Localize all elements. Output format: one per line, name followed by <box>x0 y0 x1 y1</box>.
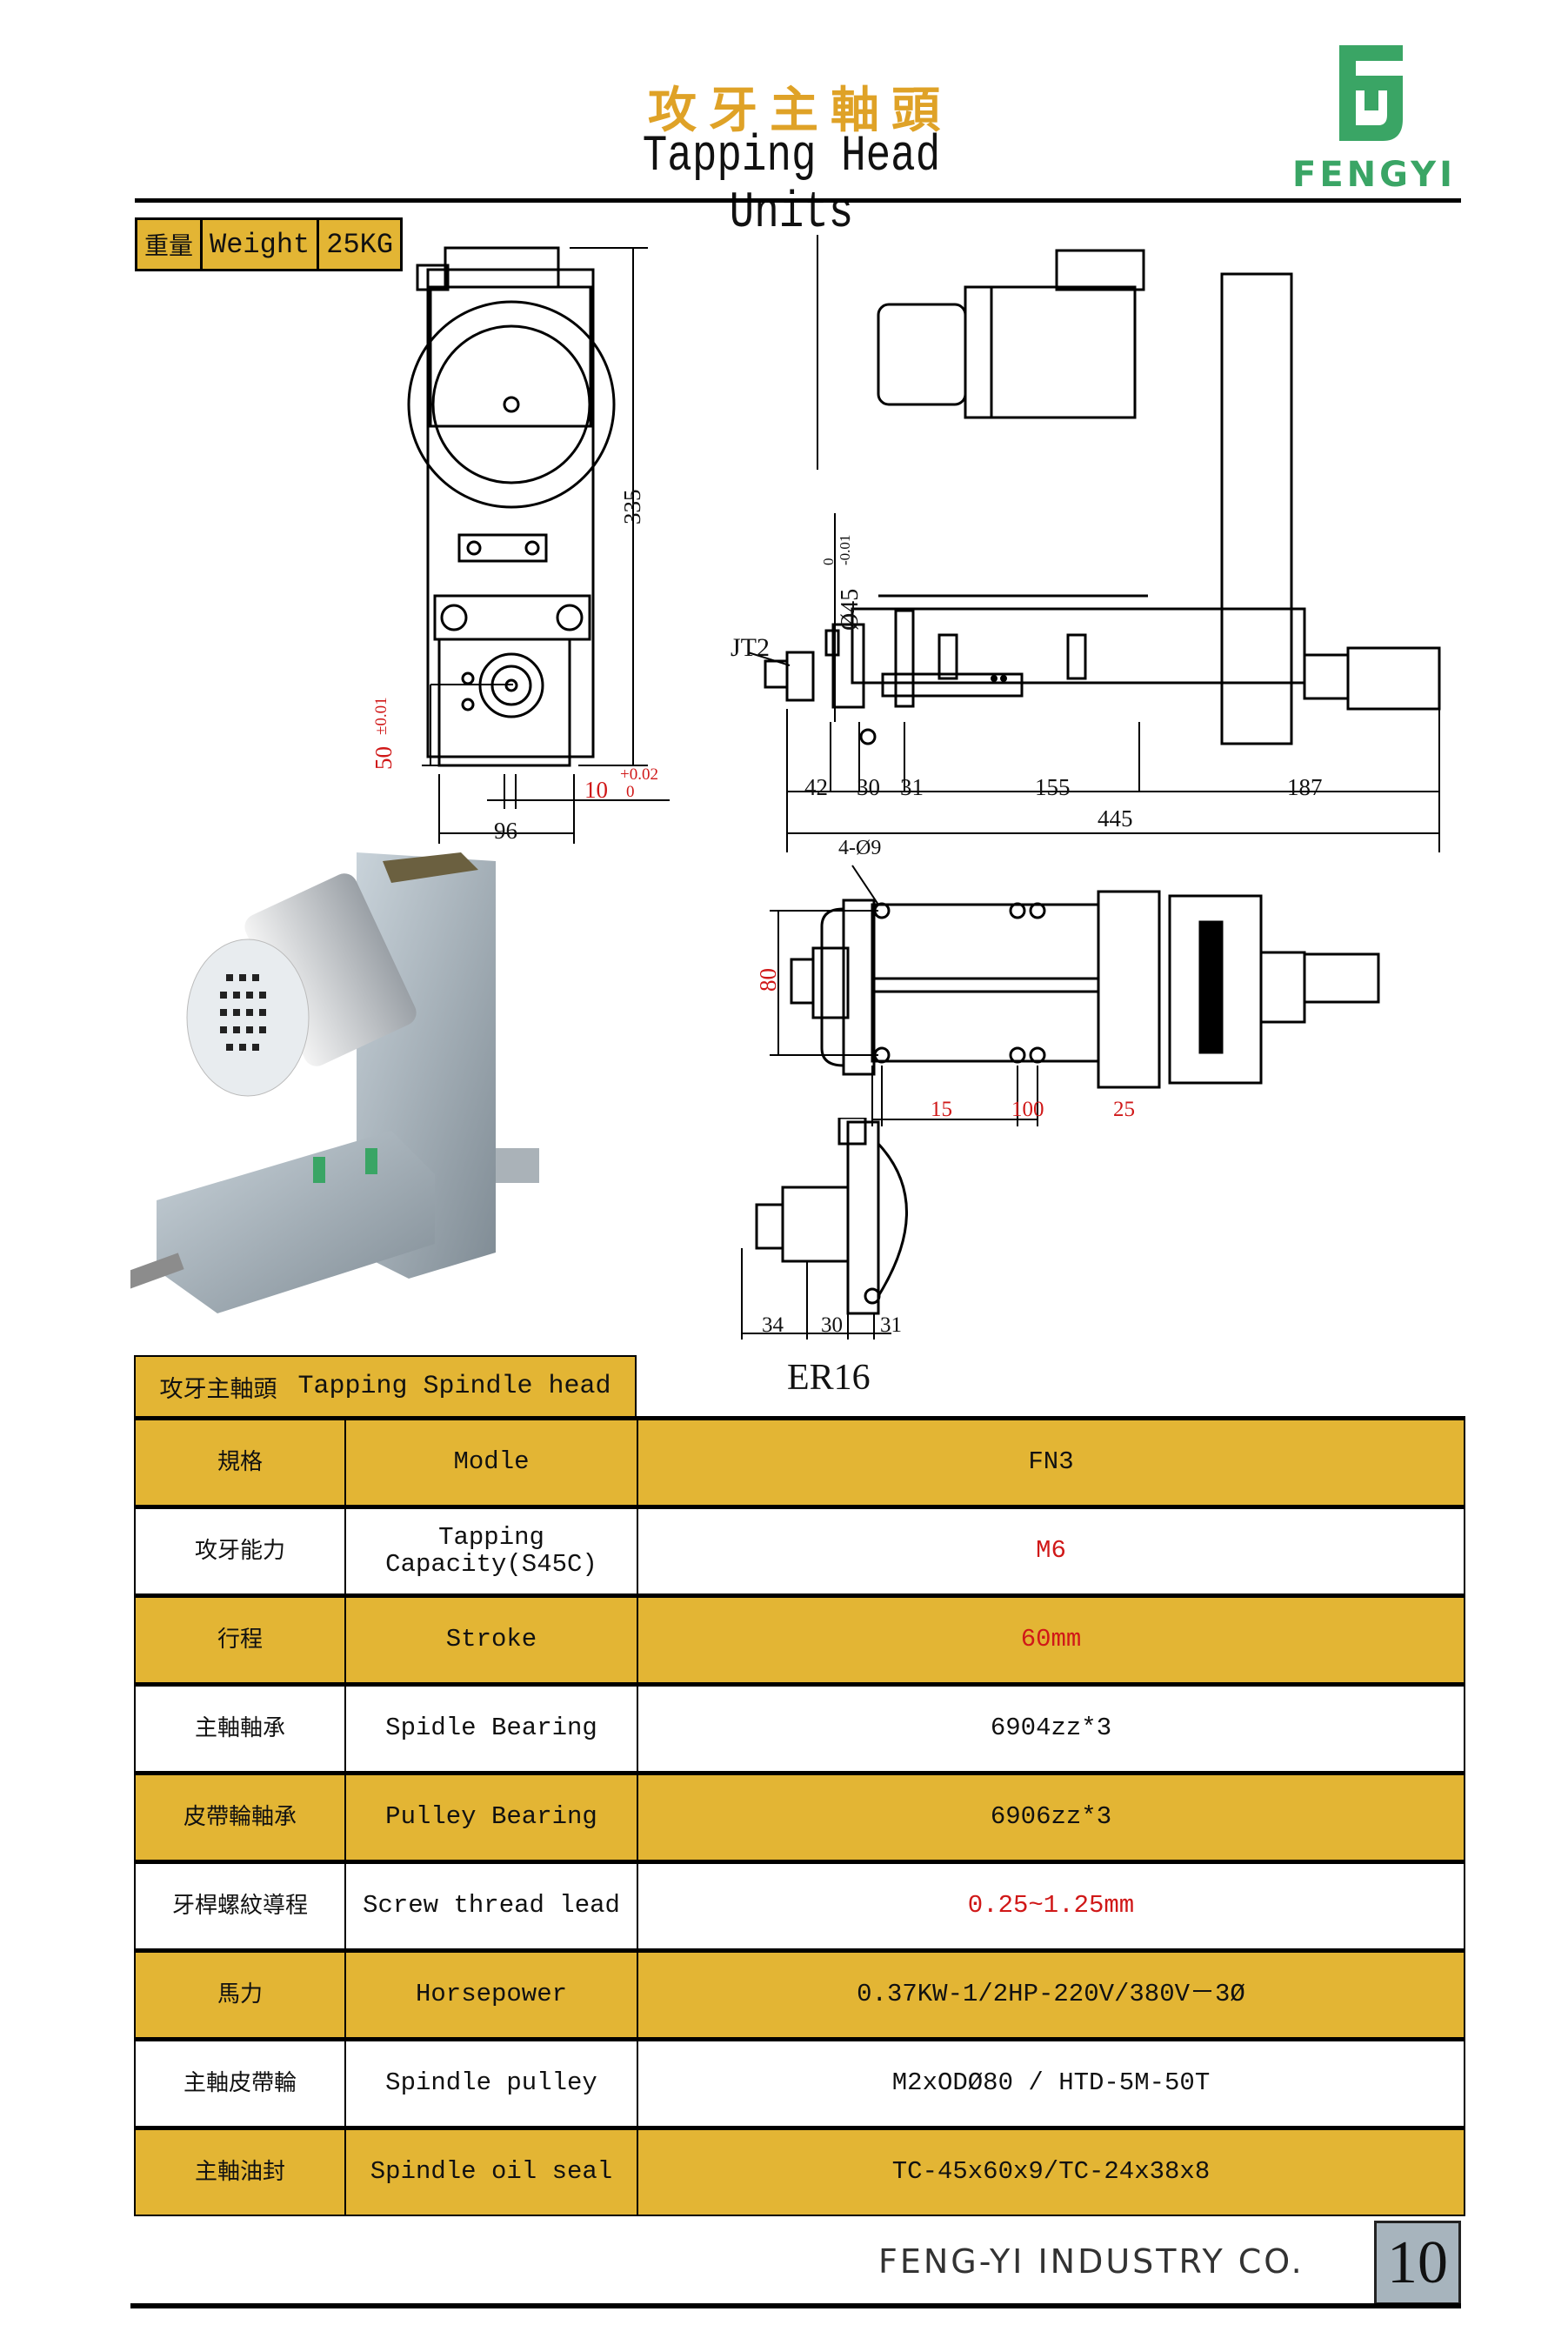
weight-box: 重量 Weight 25KG <box>135 217 404 271</box>
page-title-chinese: 攻牙主軸頭 <box>648 82 952 139</box>
dim-total-445: 445 <box>1098 805 1133 832</box>
spec-label-cn: 馬力 <box>134 1949 346 2041</box>
spec-value: TC-45x60x9/TC-24x38x8 <box>637 2127 1465 2216</box>
spec-value: 6904zz*3 <box>637 1683 1465 1774</box>
spindle-dia-label: Ø45 <box>837 588 864 631</box>
dim-segment: 30 <box>857 774 880 800</box>
spec-label-en: Modle <box>344 1417 638 1508</box>
dim-segment: 155 <box>1035 774 1071 800</box>
dim-hole-spacing-80: 80 <box>755 968 781 992</box>
spindle-tol-lower: -0.01 <box>837 534 853 565</box>
dim-width-96: 96 <box>494 818 517 844</box>
spec-label-en: Spindle pulley <box>344 2038 638 2129</box>
table-title-cn: 攻牙主軸頭 <box>159 1375 277 1403</box>
dim-hole-offset: 15 <box>931 1098 952 1121</box>
page-title: Tapping Head Units <box>642 129 941 242</box>
spec-value: FN3 <box>637 1417 1465 1508</box>
weight-label-cn: 重量 <box>137 220 204 269</box>
spec-label-cn: 攻牙能力 <box>134 1506 346 1597</box>
spec-label-cn: 行程 <box>134 1594 346 1686</box>
spec-value: M2xODØ80 / HTD-5M-50T <box>637 2038 1465 2129</box>
company-name: FENG-YI INDUSTRY CO. <box>878 2242 1304 2281</box>
dim-key-tol-upper: +0.02 <box>620 765 658 784</box>
dim-segment: 187 <box>1287 774 1323 800</box>
logo-text: FENGYI <box>1292 155 1456 195</box>
table-title-en: Tapping Spindle head <box>297 1372 611 1401</box>
er-end-view-drawing <box>741 1118 908 1340</box>
page-number: 10 <box>1374 2221 1461 2305</box>
spec-value: 0.25~1.25mm <box>637 1861 1465 1952</box>
spec-label-en: Horsepower <box>344 1949 638 2041</box>
dim-er-segment: 30 <box>821 1313 843 1337</box>
er16-label: ER16 <box>787 1358 871 1398</box>
holes-label: 4-Ø9 <box>838 837 882 859</box>
dim-hole-offset: 100 <box>1011 1098 1044 1121</box>
spec-label-cn: 牙桿螺紋導程 <box>134 1861 346 1952</box>
side-view-drawing <box>747 235 1441 852</box>
header-divider <box>135 198 1461 203</box>
spec-label-cn: 主軸軸承 <box>134 1683 346 1774</box>
spec-label-en: Pulley Bearing <box>344 1772 638 1863</box>
weight-label: Weight <box>203 220 320 269</box>
product-render-image <box>130 852 539 1313</box>
spec-value: 6906zz*3 <box>637 1772 1465 1863</box>
spindle-tol-upper: 0 <box>820 558 837 566</box>
dim-key-width-10: 10 <box>584 777 608 803</box>
table-title: 攻牙主軸頭 Tapping Spindle head <box>134 1355 637 1416</box>
spec-value: 0.37KW-1/2HP-220V/380V－3Ø <box>637 1949 1465 2041</box>
fengyi-logo-icon <box>1339 45 1403 141</box>
front-view-drawing <box>407 246 670 844</box>
spec-label-en: Tapping Capacity(S45C) <box>344 1506 638 1597</box>
dim-center-height-50: 50 <box>370 746 397 770</box>
dim-hole-offset: 25 <box>1113 1098 1135 1121</box>
spec-value: M6 <box>637 1506 1465 1597</box>
spec-label-en: Stroke <box>344 1594 638 1686</box>
spec-value: 60mm <box>637 1594 1465 1686</box>
spec-label-cn: 規格 <box>134 1417 346 1508</box>
dim-center-tol: ±0.01 <box>372 697 390 735</box>
footer-divider <box>130 2303 1461 2308</box>
dim-height-335: 335 <box>619 489 645 525</box>
dim-er-segment: 34 <box>762 1313 784 1337</box>
taper-label: JT2 <box>731 633 770 662</box>
top-view-drawing <box>770 865 1380 1126</box>
weight-value: 25KG <box>326 228 394 261</box>
dim-er-segment: 31 <box>880 1313 902 1337</box>
spec-label-en: Spindle oil seal <box>344 2127 638 2216</box>
dim-segment: 42 <box>804 774 828 800</box>
spec-label-en: Spidle Bearing <box>344 1683 638 1774</box>
spec-label-cn: 主軸皮帶輪 <box>134 2038 346 2129</box>
dim-key-tol-lower: 0 <box>626 783 635 801</box>
spec-label-cn: 主軸油封 <box>134 2127 346 2216</box>
spec-label-en: Screw thread lead <box>344 1861 638 1952</box>
dim-segment: 31 <box>900 774 924 800</box>
spec-label-cn: 皮帶輪軸承 <box>134 1772 346 1863</box>
